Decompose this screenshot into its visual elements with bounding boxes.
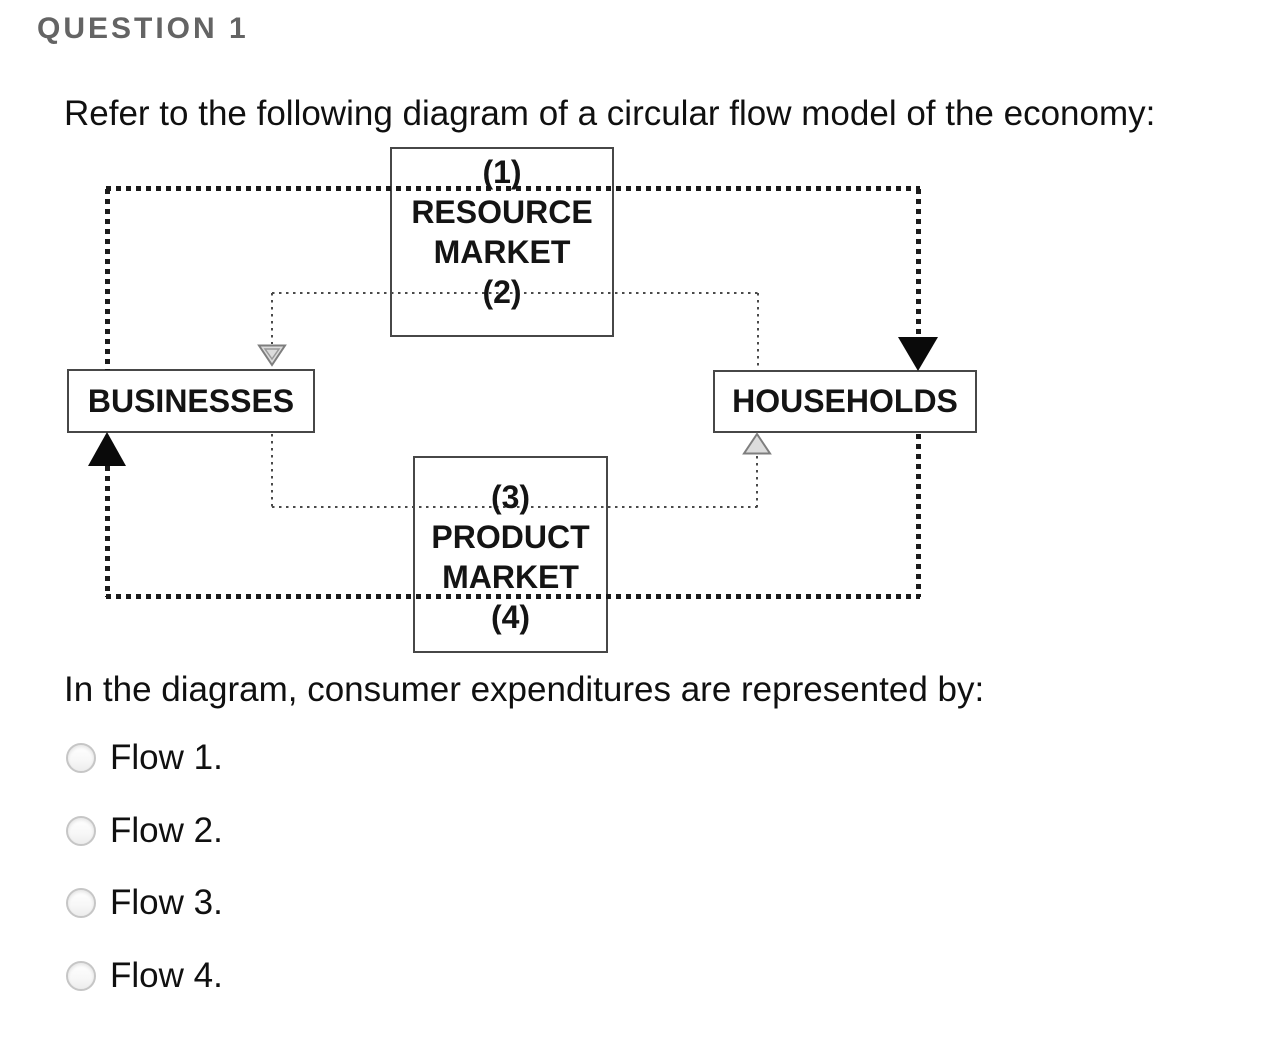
radio-button-flow-1[interactable]: [66, 743, 96, 773]
flow-1-line-left-vertical: [105, 189, 110, 370]
flow-1-line-right-vertical: [916, 189, 921, 338]
resource-market-name-line2: MARKET: [433, 234, 571, 270]
flow-2-label: (2): [482, 274, 522, 310]
product-market-name-line1: PRODUCT: [431, 519, 590, 555]
option-label-flow-4: Flow 4.: [110, 956, 223, 995]
flow-4-line-horizontal: [106, 594, 920, 599]
option-flow-4[interactable]: Flow 4.: [66, 956, 223, 996]
flow-4-label: (4): [490, 599, 531, 635]
flow-2-line-right-vertical: [757, 293, 759, 369]
flow-4-arrow-into-businesses-icon: [88, 432, 126, 466]
flow-4-line-left-vertical: [105, 466, 110, 597]
flow-3-label: (3): [490, 479, 531, 515]
product-market-name-line2: MARKET: [442, 559, 579, 595]
option-label-flow-1: Flow 1.: [110, 738, 223, 777]
flow-2-line-horizontal: [272, 292, 759, 294]
flow-1-arrow-into-households-icon: [898, 337, 938, 371]
question-header: QUESTION 1: [37, 12, 249, 45]
intro-text: Refer to the following diagram of a circ…: [64, 94, 1156, 133]
option-label-flow-3: Flow 3.: [110, 883, 223, 922]
businesses-label: BUSINESSES: [87, 382, 295, 419]
resource-market-label: (1) RESOURCE MARKET (2): [390, 147, 614, 312]
flow-3-line-left-vertical: [271, 434, 273, 507]
households-label: HOUSEHOLDS: [732, 383, 958, 419]
flow-1-label: (1): [482, 154, 522, 190]
option-flow-2[interactable]: Flow 2.: [66, 811, 223, 851]
option-flow-3[interactable]: Flow 3.: [66, 883, 223, 923]
flow-3-line-horizontal: [272, 506, 758, 508]
question-text: In the diagram, consumer expenditures ar…: [64, 670, 985, 709]
resource-market-box: [390, 147, 614, 337]
flow-1-line-horizontal: [106, 186, 920, 191]
resource-market-name-line1: RESOURCE: [411, 194, 593, 230]
flow-2-line-left-vertical: [271, 293, 273, 344]
households-box: [713, 370, 977, 433]
flow-4-line-right-vertical: [916, 434, 921, 597]
flow-3-hollow-arrow-into-households-icon: [742, 432, 772, 455]
radio-button-flow-4[interactable]: [66, 961, 96, 991]
option-flow-1[interactable]: Flow 1.: [66, 738, 223, 778]
radio-button-flow-3[interactable]: [66, 888, 96, 918]
flow-3-line-right-vertical: [756, 456, 758, 507]
flow-2-hollow-arrow-into-businesses-icon: [257, 344, 287, 367]
option-label-flow-2: Flow 2.: [110, 811, 223, 850]
businesses-box: [67, 369, 315, 433]
radio-button-flow-2[interactable]: [66, 816, 96, 846]
product-market-label: (3) PRODUCT MARKET (4): [413, 456, 608, 637]
product-market-box: [413, 456, 608, 653]
